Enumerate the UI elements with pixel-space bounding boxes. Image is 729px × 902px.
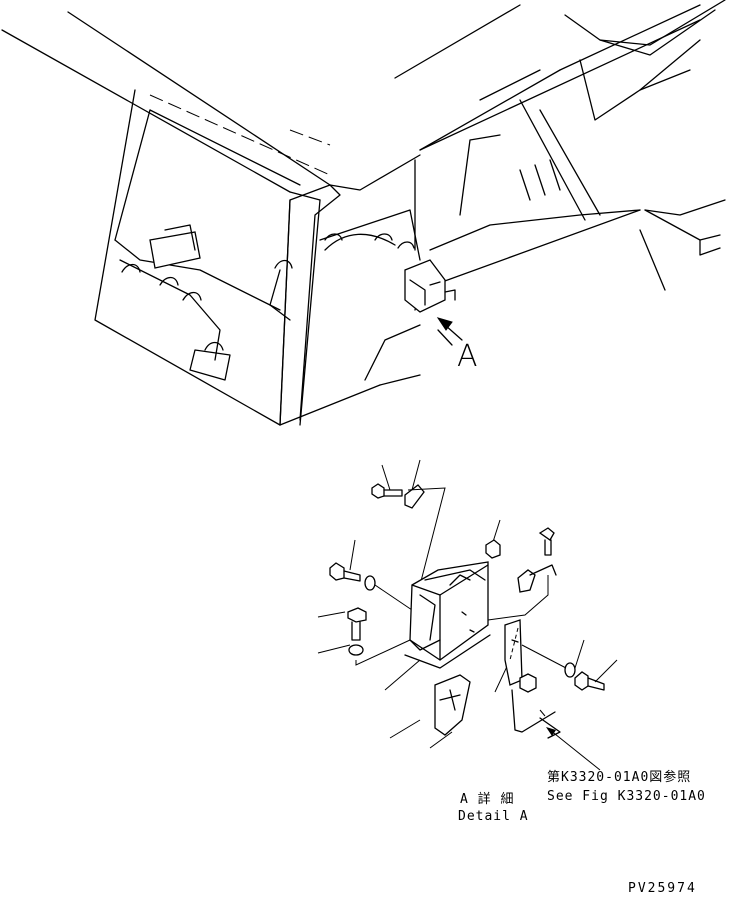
callout-letter-a: A	[457, 339, 478, 374]
machine-overview	[1, 0, 726, 426]
reference-label-jp: 第K3320-01A0図参照	[547, 770, 692, 785]
reference-label-en: See Fig K3320-01A0	[547, 789, 706, 804]
detail-title-en: Detail A	[458, 809, 529, 824]
drawing-number: PV25974	[628, 881, 697, 896]
detail-title-jp: A 詳 細	[460, 792, 515, 807]
detail-a-exploded-view	[317, 459, 618, 771]
